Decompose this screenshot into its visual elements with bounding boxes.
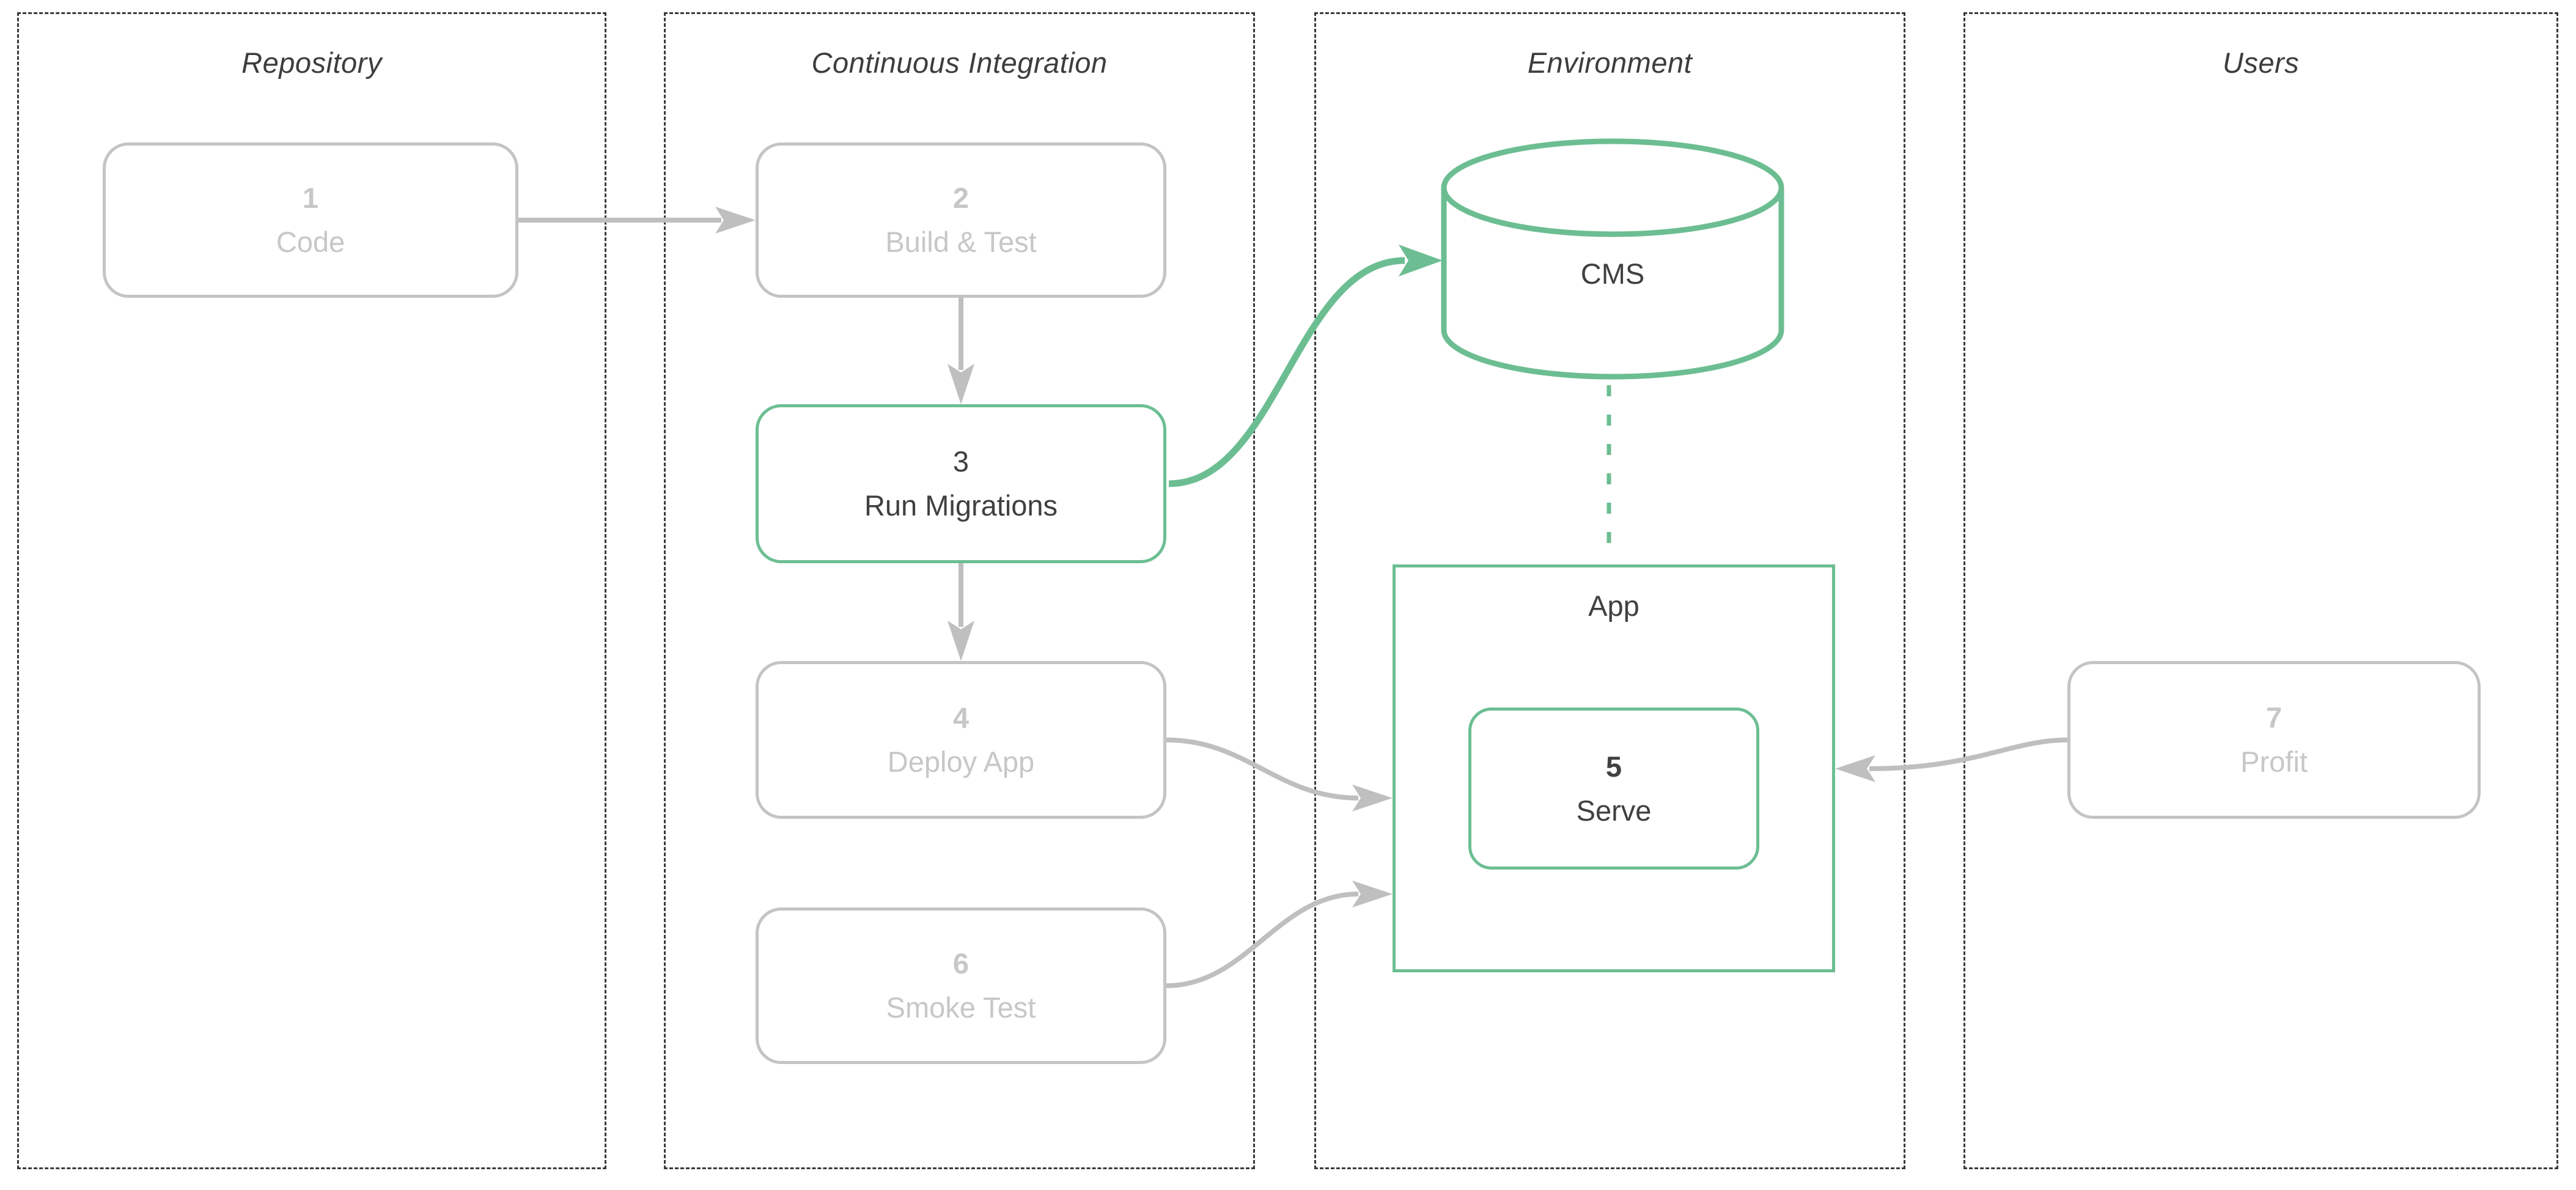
edge-profit-to-app [1869,737,2068,771]
lane-title-environment: Environment [1527,46,1693,79]
arrowhead-smoke-test-to-app-icon [1352,881,1393,907]
node-code: 1 Code [103,142,518,298]
node-smoke-test-number: 6 [952,947,970,980]
lane-title-continuous-integration: Continuous Integration [811,46,1108,79]
lane-title-repository: Repository [241,46,382,79]
lane-users: Users [1963,12,2558,1169]
node-smoke-test: 6 Smoke Test [756,907,1166,1064]
lane-continuous-integration: Continuous Integration [664,12,1255,1169]
node-profit-label: Profit [2240,745,2308,778]
arrowhead-run-migrations-to-cms-icon [1399,245,1443,276]
node-code-number: 1 [302,182,319,214]
node-deploy-app-label: Deploy App [887,745,1035,778]
node-run-migrations: 3 Run Migrations [756,404,1166,563]
edge-deploy-to-app [1166,737,1359,800]
arrowhead-run-migrations-to-deploy-icon [948,621,974,661]
node-build-test-number: 2 [952,182,970,214]
lane-environment: Environment [1314,12,1905,1169]
node-build-test-label: Build & Test [885,226,1037,258]
arrowhead-code-to-build-icon [715,207,756,234]
node-run-migrations-number: 3 [952,445,970,478]
node-serve: 5 Serve [1468,708,1759,870]
node-app-label: App [1588,589,1639,622]
node-deploy-app-number: 4 [952,701,970,734]
edge-run-migrations-to-cms [1168,257,1405,487]
lane-repository: Repository [17,12,606,1169]
node-serve-label: Serve [1576,794,1652,827]
node-profit-number: 7 [2265,701,2283,734]
arrowhead-profit-to-app-icon [1835,755,1875,782]
node-build-test: 2 Build & Test [756,142,1166,298]
node-deploy-app: 4 Deploy App [756,661,1166,819]
lane-title-users: Users [2222,46,2300,79]
node-cms-label: CMS [1580,257,1645,290]
node-serve-number: 5 [1605,750,1622,783]
cms-cylinder-icon [1441,138,1784,380]
node-run-migrations-label: Run Migrations [864,489,1058,522]
node-smoke-test-label: Smoke Test [886,991,1036,1024]
arrowhead-deploy-to-app-icon [1352,785,1393,811]
edge-smoke-test-to-app [1166,892,1359,988]
node-code-label: Code [276,226,345,258]
node-profit: 7 Profit [2067,661,2481,819]
arrowhead-build-to-run-migrations-icon [948,364,974,404]
